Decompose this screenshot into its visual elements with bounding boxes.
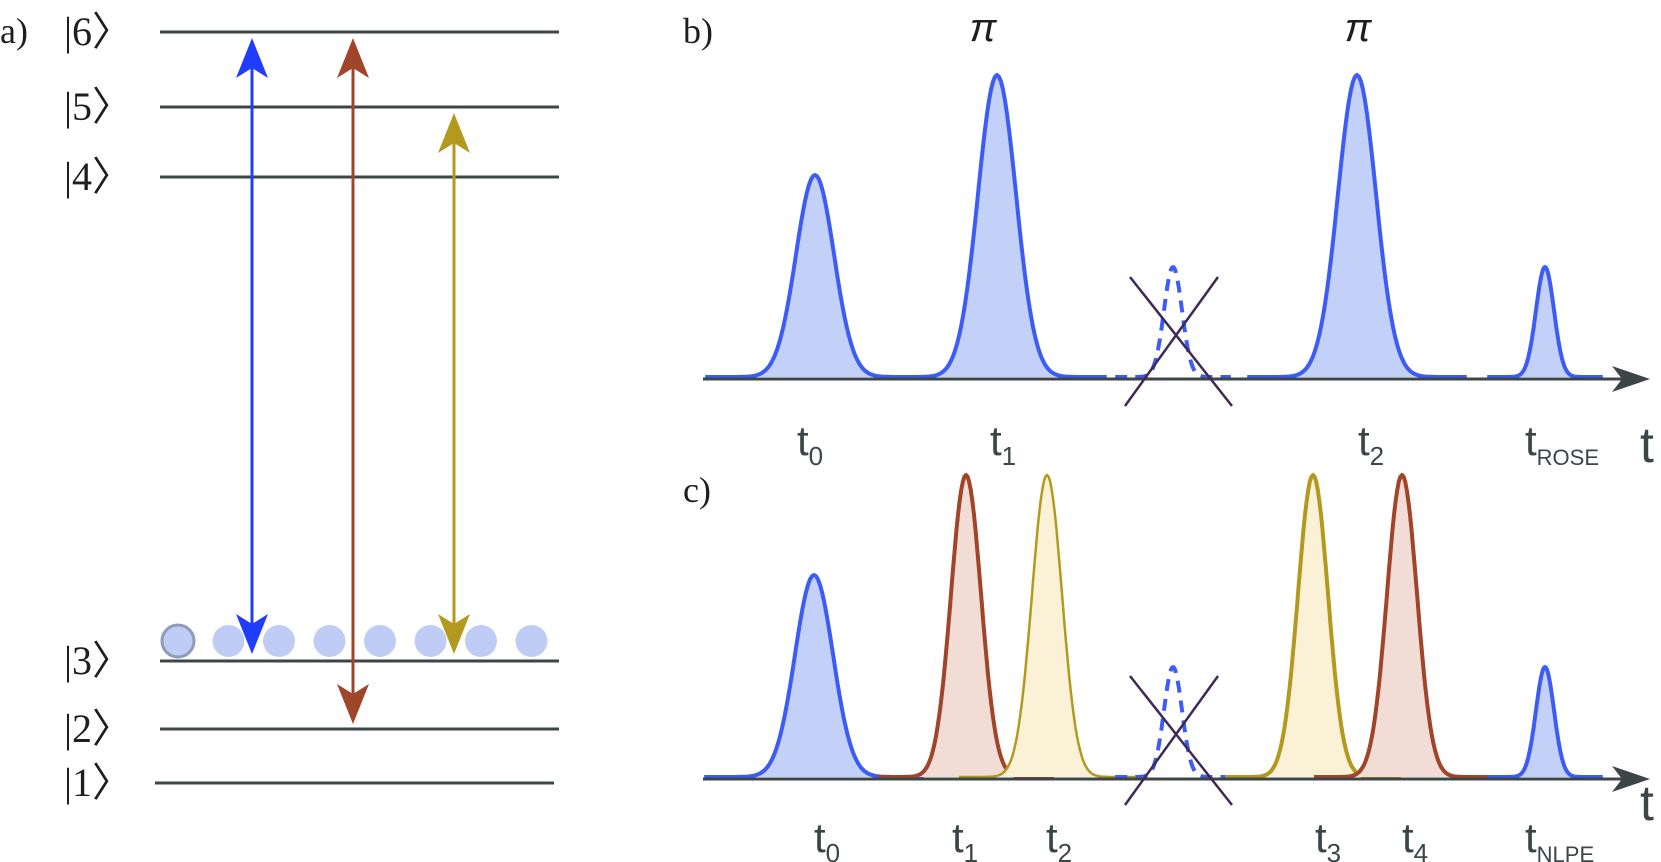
time-axis-c-arrowhead bbox=[1612, 766, 1650, 792]
transition-arrow-2-6 bbox=[337, 38, 369, 724]
level-1-label: |1〉 bbox=[64, 760, 132, 805]
transition-arrows bbox=[236, 38, 470, 724]
atom bbox=[515, 625, 548, 657]
atom bbox=[160, 623, 196, 659]
time-label-c-t1: t1 bbox=[952, 814, 978, 862]
pulse-b-trose bbox=[1487, 265, 1603, 379]
pulse-c-t2 bbox=[959, 473, 1135, 779]
panel-b: b) π π t0 t1 t2 tROSE t bbox=[683, 6, 1654, 473]
atom-ensemble bbox=[160, 623, 548, 659]
time-label-c-t4: t4 bbox=[1402, 814, 1428, 862]
panel-c: c) t0 t1 t2 t3 t4 tNLPE t bbox=[683, 470, 1654, 862]
atom bbox=[212, 625, 245, 657]
pulse-c-tnlpe bbox=[1487, 665, 1603, 779]
pulse-sequence-b bbox=[705, 73, 1603, 379]
panel-a-label: a) bbox=[0, 11, 28, 51]
axis-label-b: t bbox=[1640, 417, 1654, 473]
atom bbox=[263, 625, 295, 657]
pulse-b-t1 bbox=[887, 73, 1107, 379]
time-label-b-t1: t1 bbox=[990, 417, 1016, 471]
level-2-label: |2〉 bbox=[64, 706, 132, 751]
level-4-label: |4〉 bbox=[64, 154, 132, 199]
axis-label-c: t bbox=[1640, 775, 1654, 831]
time-axis-b-arrowhead bbox=[1612, 366, 1650, 392]
level-5-label: |5〉 bbox=[64, 84, 132, 129]
level-6-label: |6〉 bbox=[64, 9, 132, 54]
atom bbox=[414, 625, 447, 657]
pulse-b-t0 bbox=[705, 173, 925, 379]
time-label-b-t2: t2 bbox=[1358, 417, 1384, 471]
atom bbox=[313, 625, 346, 657]
suppressed-echo-cross-c bbox=[1123, 675, 1233, 806]
atom bbox=[364, 625, 396, 657]
atom bbox=[465, 625, 497, 657]
time-label-c-tnlpe: tNLPE bbox=[1525, 814, 1594, 862]
time-label-c-t3: t3 bbox=[1315, 814, 1341, 862]
time-label-c-t2: t2 bbox=[1046, 814, 1072, 862]
pi-label-1: π bbox=[970, 6, 998, 50]
time-label-b-t0: t0 bbox=[797, 417, 823, 471]
panel-b-label: b) bbox=[683, 11, 713, 51]
transition-arrow-3-6 bbox=[236, 38, 268, 654]
time-label-b-trose: tROSE bbox=[1525, 417, 1599, 470]
echo-c-suppressed bbox=[1115, 665, 1231, 779]
pulse-sequence-c bbox=[704, 473, 1603, 779]
pulse-c-t0 bbox=[704, 573, 924, 779]
pi-label-2: π bbox=[1345, 6, 1373, 50]
panel-c-label: c) bbox=[683, 470, 711, 510]
suppressed-echo-cross-b bbox=[1123, 276, 1233, 407]
transition-arrow-3-5 bbox=[438, 113, 470, 654]
time-label-c-t0: t0 bbox=[814, 814, 840, 862]
pulse-b-t2 bbox=[1247, 73, 1467, 379]
panel-a: a) |6〉 |5〉 |4〉 |3〉 |2〉 |1〉 bbox=[0, 9, 559, 805]
pulse-c-t4 bbox=[1314, 473, 1490, 779]
echo-b-suppressed bbox=[1115, 265, 1231, 379]
level-3-label: |3〉 bbox=[64, 638, 132, 683]
